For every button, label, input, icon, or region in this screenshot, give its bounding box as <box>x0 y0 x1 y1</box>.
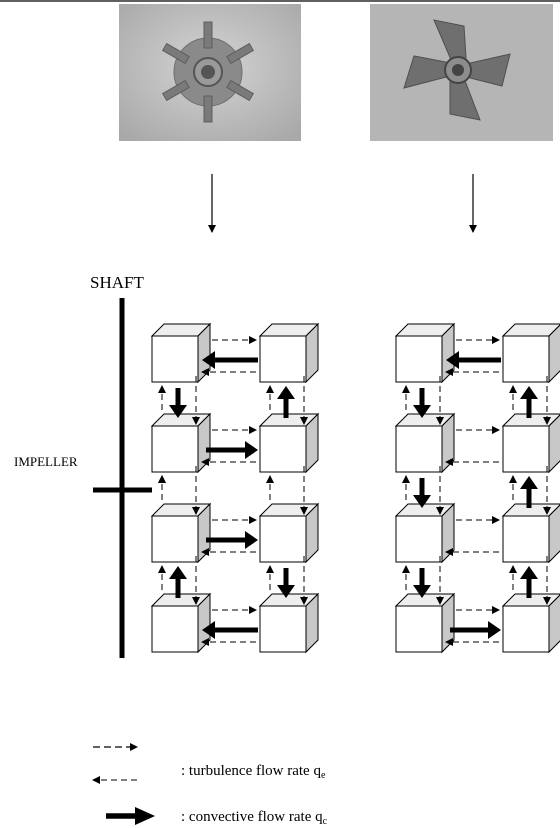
convective-up-right-col-top <box>277 386 295 418</box>
convective-right-bottom-row-right <box>450 621 501 639</box>
legend-turbulence-text: : turbulence flow rate qe <box>181 763 326 781</box>
convective-right-row3 <box>206 531 258 549</box>
convective-up-right-impeller-r1 <box>520 386 538 418</box>
compartment-cube-c3-r1 <box>396 324 454 382</box>
compartment-grid <box>152 324 560 652</box>
compartment-cube-c4-r4 <box>503 594 560 652</box>
compartment-cube-c4-r3 <box>503 504 560 562</box>
shaft-label: SHAFT <box>90 273 144 292</box>
compartment-cube-c2-r2 <box>260 414 318 472</box>
compartment-cube-c3-r4 <box>396 594 454 652</box>
compartment-cube-c1-r2 <box>152 414 210 472</box>
compartment-cube-c2-r4 <box>260 594 318 652</box>
flow-arrows <box>162 340 547 642</box>
compartment-cube-c3-r3 <box>396 504 454 562</box>
compartment-cube-c1-r1 <box>152 324 210 382</box>
legend-convective-arrowhead <box>135 807 155 825</box>
legend-convective-text: : convective flow rate qc <box>181 809 328 827</box>
convective-up-right-impeller-r3 <box>520 566 538 598</box>
impeller-photo-radial-blade <box>119 4 301 141</box>
legend: : turbulence flow rate qe : convective f… <box>93 747 328 827</box>
compartment-cube-c1-r4 <box>152 594 210 652</box>
compartment-cube-c4-r1 <box>503 324 560 382</box>
convective-up-right-impeller-r2 <box>520 476 538 508</box>
compartment-cube-c1-r3 <box>152 504 210 562</box>
convective-up-left-col-bottom <box>169 566 187 598</box>
compartment-cube-c2-r3 <box>260 504 318 562</box>
compartment-cube-c2-r1 <box>260 324 318 382</box>
compartment-cube-c4-r2 <box>503 414 560 472</box>
convective-right-row2 <box>206 441 258 459</box>
impeller-label: IMPELLER <box>14 454 78 469</box>
compartment-cube-c3-r2 <box>396 414 454 472</box>
impeller-photo-pitched-blade <box>370 4 553 141</box>
